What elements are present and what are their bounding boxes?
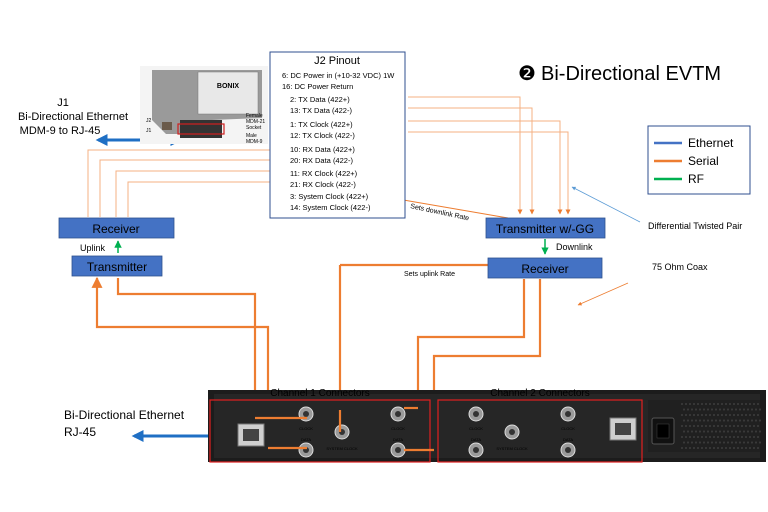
ch1-bnc-sysclock-icon — [334, 424, 350, 440]
ch1-data-left-text: DATA — [301, 437, 311, 442]
pinout-line: 10: RX Data (422+) — [290, 145, 355, 154]
receiver-right-block: Receiver — [487, 257, 603, 279]
ch1-bnc-data-right-icon — [390, 442, 406, 458]
module-j1-tag: J1 — [146, 128, 152, 134]
receiver-left-block: Receiver — [58, 217, 175, 239]
ch2-data-right-text: DATA — [563, 437, 573, 442]
ch2-bnc-clock-left-icon — [468, 406, 484, 422]
ch2-clock-left-text: CLOCK — [469, 426, 483, 431]
pinout-line: 13: TX Data (422-) — [290, 106, 352, 115]
ch1-data-right-text: DATA — [393, 437, 403, 442]
legend-serial-label: Serial — [688, 154, 719, 168]
rack-panel: CLOCK DATA SYSTEM CLOCK CLOCK DATA CLOCK… — [208, 390, 766, 462]
transmitter-left-block: Transmitter — [71, 255, 163, 277]
channel2-box — [437, 399, 643, 463]
pinout-line: 11: RX Clock (422+) — [290, 169, 358, 178]
ch2-data-left-text: DATA — [471, 437, 481, 442]
pinout-line: 16: DC Power Return — [282, 82, 353, 91]
coax-callout-arrow — [577, 282, 629, 306]
pinout-line: 21: RX Clock (422-) — [290, 180, 356, 189]
panel-ethernet-line2: RJ-45 — [64, 425, 96, 439]
transmitter-left-label: Transmitter — [87, 260, 147, 274]
j1-line1: Bi-Directional Ethernet — [18, 111, 128, 123]
downlink-label: Downlink — [556, 242, 593, 252]
ch1-clock-right-text: CLOCK — [391, 426, 405, 431]
channel1-label: Channel 1 Connectors — [270, 388, 370, 399]
receiver-right-label: Receiver — [521, 262, 568, 276]
ch2-bnc-sysclock-icon — [504, 424, 520, 440]
pinout-title: J2 Pinout — [314, 55, 360, 67]
ch2-bnc-clock-right-icon — [560, 406, 576, 422]
differential-label: Differential Twisted Pair — [648, 221, 742, 231]
ch2-clock-right-text: CLOCK — [561, 426, 575, 431]
ch1-sysclock-text: SYSTEM CLOCK — [326, 446, 358, 451]
module-male-2: MDM-9 — [246, 139, 263, 145]
differential-callout-arrow — [571, 186, 641, 223]
module-female-3: Socket — [246, 125, 262, 131]
serial-wire-ends — [255, 406, 434, 452]
receiver-left-label: Receiver — [92, 222, 139, 236]
pinout-line: 6: DC Power in (+10-32 VDC) 1W — [282, 71, 395, 80]
module-female-2: MDM-21 — [246, 119, 265, 125]
legend: Ethernet Serial RF — [647, 125, 751, 195]
module-brand: BONIX — [217, 83, 240, 90]
legend-ethernet-label: Ethernet — [688, 136, 734, 150]
sets-uplink-label: Sets uplink Rate — [404, 271, 455, 278]
sets-downlink-wire — [385, 195, 509, 219]
pinout-line: 2: TX Data (422+) — [290, 95, 350, 104]
pinout-line: 14: System Clock (422-) — [290, 203, 371, 212]
module-j2-tag: J2 — [146, 118, 152, 124]
pinout-line: 3: System Clock (422+) — [290, 192, 369, 201]
pinout-line: 20: RX Data (422-) — [290, 156, 353, 165]
evtm-module-image: BONIX J2 J1 Female MDM-21 Socket Male MD… — [140, 66, 268, 145]
panel-ethernet-line1: Bi-Directional Ethernet — [64, 408, 185, 422]
module-male-1: Male — [246, 133, 257, 139]
uplink-label: Uplink — [80, 243, 106, 253]
ch1-clock-left-text: CLOCK — [299, 426, 313, 431]
title-text: Bi-Directional EVTM — [541, 63, 721, 85]
pinout-line: 12: TX Clock (422-) — [290, 131, 355, 140]
coax-label: 75 Ohm Coax — [652, 262, 708, 272]
ch1-bnc-data-left-icon — [298, 442, 314, 458]
channel2-label: Channel 2 Connectors — [490, 388, 590, 399]
j1-heading: J1 — [57, 97, 69, 109]
ch2-bnc-data-right-icon — [560, 442, 576, 458]
serial-thin-wires — [87, 96, 571, 217]
j1-line2: MDM-9 to RJ-45 — [20, 125, 101, 137]
ch2-sysclock-text: SYSTEM CLOCK — [496, 446, 528, 451]
transmitter-right-block: Transmitter w/-GG — [485, 217, 606, 239]
legend-rf-label: RF — [688, 172, 704, 186]
pinout-line: 1: TX Clock (422+) — [290, 120, 353, 129]
ch2-bnc-data-left-icon — [468, 442, 484, 458]
title-number: ❷ — [518, 63, 536, 85]
ch1-bnc-clock-right-icon — [390, 406, 406, 422]
channel1-box — [209, 399, 431, 463]
module-female-1: Female — [246, 113, 263, 119]
j2-pinout-box: J2 Pinout 6: DC Power in (+10-32 VDC) 1W… — [269, 51, 406, 219]
transmitter-right-label: Transmitter w/-GG — [496, 222, 594, 236]
